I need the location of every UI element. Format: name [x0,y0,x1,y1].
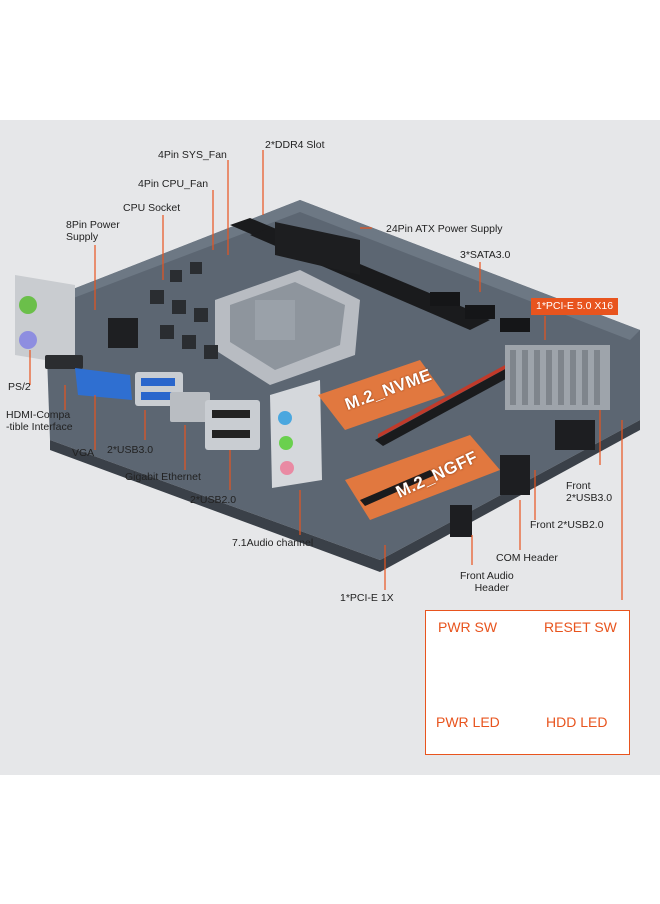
inset-pwr-sw: PWR SW [438,619,498,635]
label-front-usb20: Front 2*USB2.0 [530,519,604,531]
label-sys-fan: 4Pin SYS_Fan [158,149,227,161]
label-cpu-fan: 4Pin CPU_Fan [138,178,209,190]
label-audio: 7.1Audio channel [232,537,314,549]
label-gigabit-ethernet: Gigabit Ethernet [125,471,201,483]
label-usb20-rear: 2*USB2.0 [190,494,237,506]
label-cpu-socket: CPU Socket [123,202,181,214]
label-atx-power: 24Pin ATX Power Supply [386,223,503,235]
label-pcie-1x: 1*PCI-E 1X [340,592,394,604]
inset-reset-sw: RESET SW [544,619,617,635]
front-panel-header-inset: PWR SW RESET SW PWR LED HDD LED [425,610,630,755]
label-front-audio: Front Audio Header [460,570,514,594]
label-vga: VGA [72,447,95,459]
label-pcie-x16: 1*PCI-E 5.0 X16 [531,298,619,315]
label-ddr4: 2*DDR4 Slot [265,139,325,151]
label-usb30-rear: 2*USB3.0 [107,444,154,456]
label-sata: 3*SATA3.0 [460,249,511,261]
label-hdmi: HDMI-Compa-tible Interface [6,409,73,433]
inset-hdd-led: HDD LED [546,714,608,730]
inset-pwr-led: PWR LED [436,714,500,730]
label-ps2: PS/2 [8,381,31,393]
label-com-header: COM Header [496,552,558,564]
